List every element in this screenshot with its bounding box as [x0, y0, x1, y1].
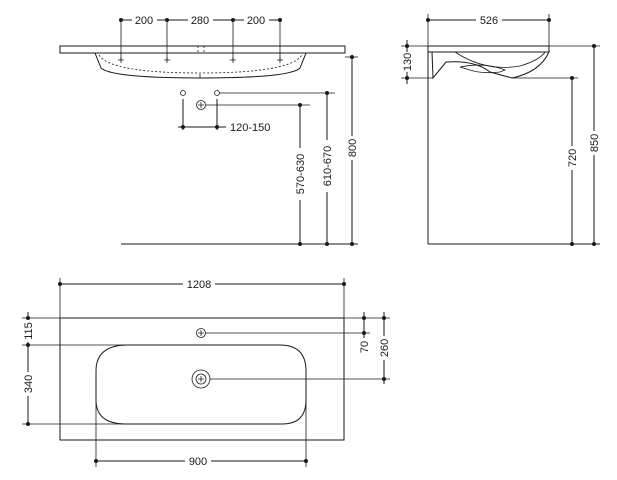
plan-dim-dot [26, 343, 30, 347]
dim-side-height-720: 720 [567, 149, 579, 167]
dim-plan-bowl-depth: 340 [23, 375, 35, 393]
dim-side-height-850: 850 [589, 134, 601, 152]
front-drain-symbol [196, 100, 206, 110]
dim-plan-tap-offset: 70 [359, 341, 371, 353]
plan-dim-dot [26, 316, 30, 320]
plan-dim-dot [58, 282, 62, 286]
plan-dim-dot [342, 282, 346, 286]
side-dim-dot [426, 18, 430, 22]
dim-height-570-630: 570-630 [295, 154, 307, 194]
plan-dim-dot [26, 422, 30, 426]
dim-plan-width: 1208 [187, 279, 211, 291]
front-countertop [59, 45, 346, 54]
front-mount-marks [118, 57, 283, 63]
plan-dim-dot [382, 377, 386, 381]
front-dim-dot [325, 242, 329, 246]
plan-dim-dot [382, 316, 386, 320]
front-dim-dot [119, 18, 123, 22]
dim-side-depth: 526 [480, 15, 498, 27]
dim-height-610-670: 610-670 [322, 146, 334, 186]
dim-plan-drain-offset: 260 [379, 339, 391, 357]
side-view: 526 130 720 850 [400, 13, 601, 246]
side-dim-dot [570, 76, 574, 80]
dim-plan-top-offset: 115 [23, 322, 35, 340]
dim-front-right: 200 [247, 15, 265, 27]
dim-front-mid: 280 [191, 15, 209, 27]
side-dim-dot [592, 242, 596, 246]
plan-dim-dot [362, 316, 366, 320]
side-dim-dot [592, 44, 596, 48]
front-drain-cross [198, 102, 204, 108]
front-dim-dot [350, 55, 354, 59]
front-basin-inner [98, 54, 303, 74]
plan-dim-dot [362, 331, 366, 335]
front-dim-dot [298, 103, 302, 107]
front-dim-dot [350, 242, 354, 246]
plan-drain-inner [195, 373, 207, 385]
dim-front-left: 200 [135, 15, 153, 27]
front-dim-dot [278, 18, 282, 22]
front-dim-dot [325, 91, 329, 95]
plan-dim-dot [94, 459, 98, 463]
side-basin-inner [454, 51, 546, 68]
front-dim-dot [231, 18, 235, 22]
plan-tap-hole [196, 328, 206, 338]
plan-bowl [95, 344, 307, 425]
dim-side-thickness: 130 [402, 53, 414, 71]
side-dim-dot [405, 44, 409, 48]
front-basin-body [94, 52, 307, 79]
dim-waste-range: 120-150 [230, 122, 270, 134]
front-dim-dot [298, 242, 302, 246]
front-view: 200 280 200 120-150 570-630 610-670 [59, 13, 359, 246]
front-dim-dot [181, 125, 185, 129]
side-basin-profile [428, 51, 550, 80]
side-drain-shape [459, 64, 507, 74]
plan-drain-cross [198, 376, 204, 382]
plan-view: 1208 115 340 70 260 900 [21, 277, 391, 468]
side-dim-dot [405, 76, 409, 80]
plan-dim-dot [304, 459, 308, 463]
side-dim-dot [547, 18, 551, 22]
front-small-circle-left [180, 90, 186, 96]
dim-height-800: 800 [347, 139, 359, 157]
side-dim-dot [570, 242, 574, 246]
plan-tap-cross [198, 330, 204, 336]
front-dim-dot [215, 125, 219, 129]
front-dim-dot [165, 18, 169, 22]
dim-plan-bowl-width: 900 [189, 456, 207, 468]
front-small-circle-right [214, 90, 220, 96]
